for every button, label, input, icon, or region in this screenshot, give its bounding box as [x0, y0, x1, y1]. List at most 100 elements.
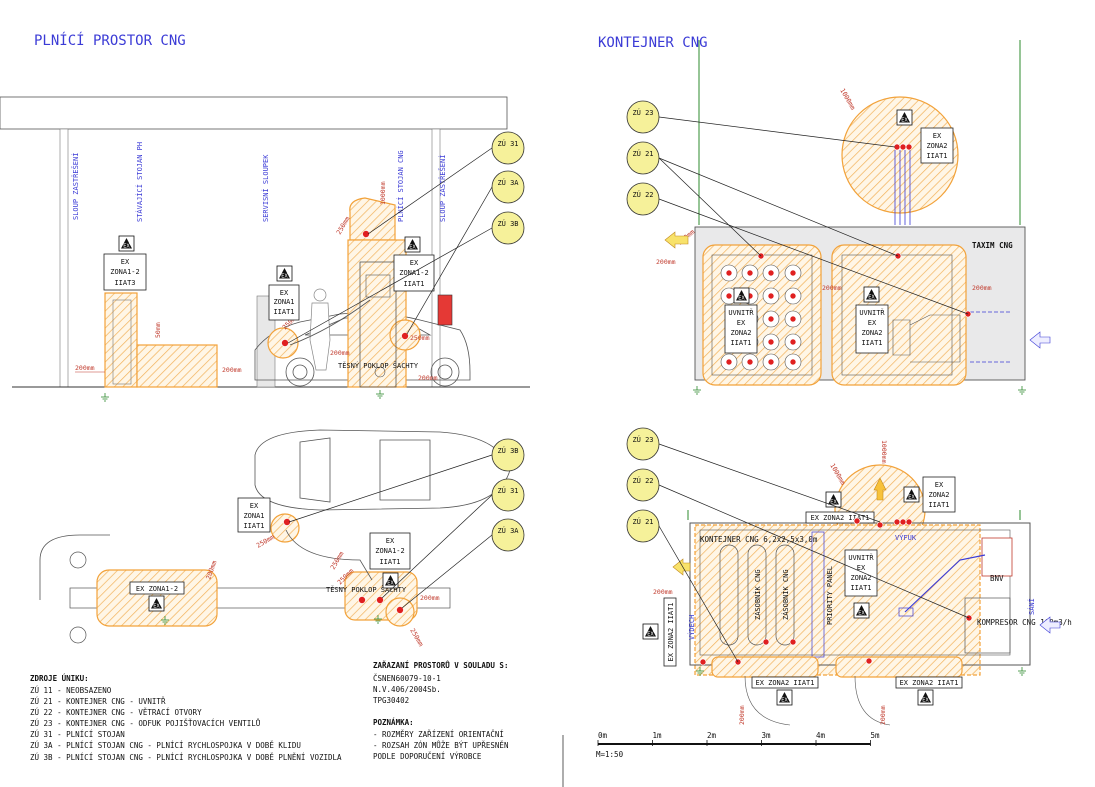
- zu-marker-31-plan: ZÚ 31: [491, 478, 525, 512]
- dim-200mm: 200mm: [656, 258, 676, 266]
- ex-text: ZONA2: [861, 329, 882, 337]
- ex-warning-icon: [642, 623, 659, 640]
- bnv-unit: [981, 537, 1013, 577]
- pit-label: TĚSNÝ POKLOP ŠACHTY: [338, 361, 419, 370]
- ex-zone-inside-storage: UVNITŘ EX ZONA2 IIAT1: [724, 287, 758, 354]
- label-storage-1: ZÁSOBNÍK CNG: [753, 569, 762, 620]
- fire-extinguisher-icon: [437, 294, 453, 326]
- exhaust-arrow-icon: [873, 477, 887, 501]
- ex-text: IIAT1: [861, 339, 882, 347]
- ex-zone-inside-compressor: UVNITŘ EX ZONA2 IIAT1: [855, 286, 889, 354]
- source-point: [789, 338, 797, 346]
- ex-zone-label-nozzle-plan: EX ZONA1 IIAT1: [237, 497, 271, 533]
- dim-250mm: 250mm: [410, 334, 430, 342]
- source-point: [853, 517, 861, 525]
- ex-warning-icon: [118, 235, 135, 252]
- door-swing: [744, 675, 791, 726]
- dim-200mm: 200mm: [222, 366, 242, 374]
- zu-marker-3a: ZÚ 3A: [491, 170, 525, 204]
- storage-tank: [775, 544, 795, 646]
- label-vydech: VÝDECH: [687, 615, 696, 640]
- source-point: [746, 269, 754, 277]
- source-point: [789, 638, 797, 646]
- scale-tick-label: 1m: [653, 731, 663, 740]
- zu-text: ZÚ 21: [632, 149, 653, 158]
- zu-text: ZÚ 3B: [497, 219, 518, 228]
- scale-label: M=1:50: [596, 750, 624, 759]
- ground-symbol: [100, 392, 110, 402]
- ex-zone-band-pump: EX ZONA1-2: [129, 581, 185, 612]
- dim-1000mm: 1000mm: [828, 462, 847, 486]
- zu-text: ZÚ 3A: [497, 526, 519, 535]
- ex-text: IIAT1: [403, 280, 424, 288]
- hose-left: [39, 534, 110, 600]
- airflow-arrow-icon: [1029, 331, 1051, 349]
- storage-cylinders: [720, 264, 802, 371]
- ex-text: ZONA1-2: [399, 269, 429, 277]
- dim-200mm: 200mm: [418, 374, 438, 382]
- legend-heading: ZDROJE ÚNIKU:: [30, 674, 89, 683]
- note-item: - ROZSAH ZÓN MŮŽE BÝT UPŘESNĚN: [373, 741, 508, 750]
- label-existing-pump: STÁVAJÍCÍ STOJAN PH: [135, 142, 144, 222]
- legend-sources: ZDROJE ÚNIKU: ZÚ 11 - NEOBSAZENO ZÚ 21 -…: [30, 674, 342, 762]
- zone-bottom-left: [711, 656, 819, 678]
- source-point: [876, 521, 884, 529]
- ex-text: UVNITŘ: [859, 308, 885, 317]
- zu-text: ZÚ 31: [497, 486, 518, 495]
- ex-text: EX ZONA2 IIAT1: [667, 602, 675, 661]
- zu-marker-3b: ZÚ 3B: [491, 211, 525, 245]
- canopy-column-left: [59, 128, 69, 388]
- source-point: [281, 339, 289, 347]
- source-point: [376, 596, 384, 604]
- source-point: [746, 358, 754, 366]
- source-point: [789, 292, 797, 300]
- ex-text: ZONA1: [243, 512, 264, 520]
- legend-item: ZÚ 11 - NEOBSAZENO: [30, 686, 112, 695]
- hose-reel-icon: [69, 626, 87, 644]
- ex-text: ZONA1: [273, 298, 294, 306]
- title-cng-container: KONTEJNER CNG: [598, 35, 708, 51]
- source-point: [905, 143, 913, 151]
- dim-50mm: 50mm: [154, 322, 162, 338]
- source-point: [396, 606, 404, 614]
- dim-200mm: 200mm: [75, 364, 95, 372]
- legend-item: ZÚ 21 - KONTEJNER CNG - UVNITŘ: [30, 697, 166, 706]
- source-point: [767, 358, 775, 366]
- scale-tick-label: 4m: [816, 731, 826, 740]
- source-point: [893, 518, 901, 526]
- ex-text: ZONA2: [730, 329, 751, 337]
- source-point: [358, 596, 366, 604]
- ex-warning-icon: [148, 595, 165, 612]
- filling-hose-plan: [285, 529, 373, 581]
- sealed-pit-cover: [374, 366, 386, 378]
- standards-item: TPG30402: [373, 696, 409, 705]
- standards-heading: ZAŘAZANÍ PROSTORŮ V SOULADU S:: [373, 661, 508, 670]
- existing-pump-body: [112, 299, 132, 385]
- zone-existing-pump-low: [136, 344, 218, 388]
- ex-warning-icon: [917, 689, 934, 706]
- zu-marker-22: ZÚ 22: [626, 182, 660, 216]
- plan-filling-station: EX ZONA1-2 TĚSNÝ POKLOP ŠACHTY 250mm 200…: [39, 429, 525, 648]
- source-point: [894, 252, 902, 260]
- ex-text: EX: [737, 319, 746, 327]
- standards-item: ČSNEN60079-10-1: [373, 674, 441, 683]
- compressor-outline: [892, 314, 961, 363]
- ex-zone-band-top-plan: EX ZONA2 IIAT1: [805, 491, 875, 524]
- zu-text: ZÚ 3B: [497, 446, 518, 455]
- ex-text: UVNITŘ: [728, 308, 754, 317]
- zu-marker-22-plan: ZÚ 22: [626, 468, 660, 502]
- zu-text: ZÚ 23: [632, 435, 653, 444]
- ex-zone-label-pump: EX ZONA1-2 IIAT3: [103, 235, 147, 291]
- ex-text: EX: [933, 132, 942, 140]
- ex-text: EX: [250, 502, 259, 510]
- ex-zone-label-nozzle: EX ZONA1 IIAT1: [268, 265, 300, 321]
- source-point: [789, 358, 797, 366]
- ex-warning-icon: [853, 602, 870, 619]
- source-point: [767, 338, 775, 346]
- standards-item: N.V.406/2004Sb.: [373, 685, 441, 694]
- ex-warning-icon: [382, 572, 399, 589]
- zu-marker-23-plan: ZÚ 23: [626, 427, 660, 461]
- dim-200mm: 200mm: [330, 349, 350, 357]
- zu-text: ZÚ 23: [632, 108, 653, 117]
